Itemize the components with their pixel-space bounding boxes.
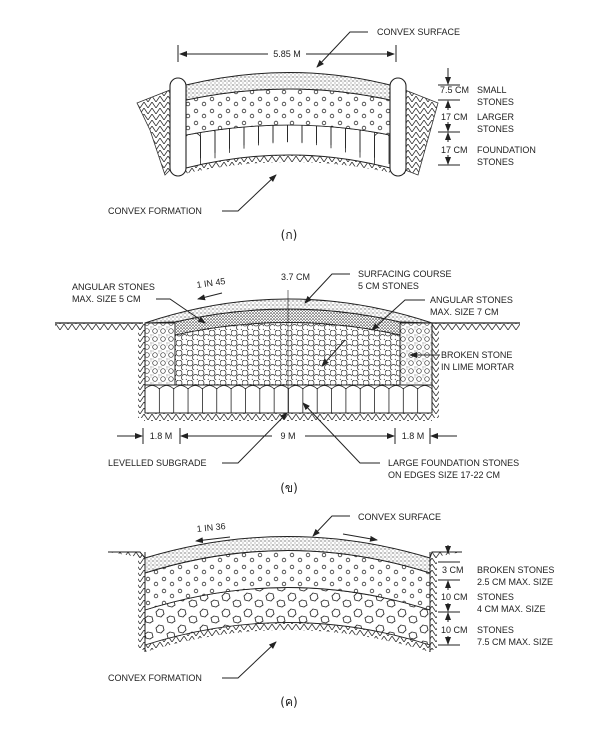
- layer-thickness: 7.5 CM: [440, 85, 469, 95]
- surfacing-label: SURFACING COURSE: [358, 269, 452, 279]
- convex-surface-leader: [316, 31, 368, 68]
- surfacing-course: [144, 298, 433, 324]
- dim-right: 1.8 M: [402, 431, 425, 441]
- angular-left-label: ANGULAR STONES: [72, 282, 155, 292]
- formation-hatch: [145, 622, 430, 652]
- dim-center: 9 M: [280, 431, 295, 441]
- slope-arrow-left: [195, 536, 231, 544]
- angular-right-label: MAX. SIZE 7 CM: [430, 307, 499, 317]
- figure-b: ANGULAR STONES MAX. SIZE 5 CM 1 IN 45 3.…: [55, 269, 520, 495]
- dim-left: 1.8 M: [150, 431, 173, 441]
- foundation-stone-dividers: [144, 385, 433, 413]
- convex-formation-label: CONVEX FORMATION: [108, 673, 202, 683]
- trench-side-right: [432, 323, 439, 418]
- slope-arrow-right: [342, 533, 378, 542]
- layer-name: 7.5 CM MAX. SIZE: [477, 637, 553, 647]
- caption-a: (ก): [281, 228, 298, 242]
- convex-formation-leader: [222, 174, 277, 212]
- foundation-label: ON EDGES SIZE 17-22 CM: [388, 470, 500, 480]
- convex-surface-label: CONVEX SURFACE: [358, 512, 441, 522]
- mortar-edge-left: [144, 322, 176, 386]
- right-kerb-stone: [389, 77, 407, 177]
- broken-stone-label: IN LIME MORTAR: [441, 362, 515, 372]
- layer-name: 2.5 CM MAX. SIZE: [477, 577, 553, 587]
- angular-right-label: ANGULAR STONES: [430, 295, 513, 305]
- crown-thickness-label: 3.7 CM: [281, 272, 310, 282]
- side-hatch-right: [430, 555, 437, 650]
- convex-surface-leader: [312, 515, 350, 537]
- convex-surface-label: CONVEX SURFACE: [377, 27, 460, 37]
- core-leader: [321, 339, 346, 367]
- surfacing-label: 5 CM STONES: [358, 281, 419, 291]
- trench-side-left: [138, 323, 145, 418]
- angular-left-leader: [156, 298, 206, 324]
- layer-name: 4 CM MAX. SIZE: [477, 604, 546, 614]
- caption-b: (ข): [280, 481, 298, 495]
- layer-thickness: 17 CM: [441, 112, 468, 122]
- ground-right: [404, 89, 439, 176]
- layer-name: LARGER: [477, 112, 515, 122]
- levelled-leader: [222, 412, 288, 464]
- ground-hatch-right: [432, 323, 520, 330]
- angular-left-label: MAX. SIZE 5 CM: [72, 294, 141, 304]
- layer-name: STONES: [477, 97, 514, 107]
- slope-arrow: [197, 292, 223, 301]
- layer-name: STONES: [477, 592, 514, 602]
- foundation-label: LARGE FOUNDATION STONES: [388, 458, 519, 468]
- surfacing-leader: [304, 273, 350, 304]
- ground-left: [136, 89, 171, 176]
- subgrade-hatch: [144, 413, 432, 421]
- ground-hatch-left: [55, 323, 143, 330]
- left-kerb-stone: [169, 77, 187, 177]
- side-hatch-left: [138, 555, 145, 650]
- figure-a: 5.85 M CONVEX SURFACE CONVEX FORMATION 7…: [108, 27, 536, 242]
- layer-name: FOUNDATION: [477, 145, 536, 155]
- foundation-leader: [302, 402, 380, 464]
- layer-thickness: 10 CM: [441, 625, 468, 635]
- layer-thickness: 3 CM: [442, 565, 464, 575]
- convex-formation-leader: [222, 641, 277, 679]
- figure-c: 1 IN 36 CONVEX SURFACE 3 CM BROKEN STONE…: [108, 512, 554, 709]
- width-dimension: 5.85 M: [273, 49, 301, 59]
- broken-stone-label: BROKEN STONE: [441, 350, 512, 360]
- layer-name: STONES: [477, 625, 514, 635]
- slope-label: 1 IN 45: [196, 276, 226, 290]
- layer-name: STONES: [477, 124, 514, 134]
- layer-name: BROKEN STONES: [477, 565, 554, 575]
- convex-formation-label: CONVEX FORMATION: [108, 206, 202, 216]
- layer-thickness: 10 CM: [441, 592, 468, 602]
- mortar-edge-right: [399, 322, 433, 386]
- slope-label: 1 IN 36: [196, 521, 226, 534]
- levelled-subgrade-label: LEVELLED SUBGRADE: [108, 458, 207, 468]
- layer-thickness: 17 CM: [441, 145, 468, 155]
- angular-right-leader: [371, 299, 425, 331]
- layer-name: STONES: [477, 157, 514, 167]
- caption-c: (ค): [280, 695, 297, 709]
- layer-name: SMALL: [477, 85, 507, 95]
